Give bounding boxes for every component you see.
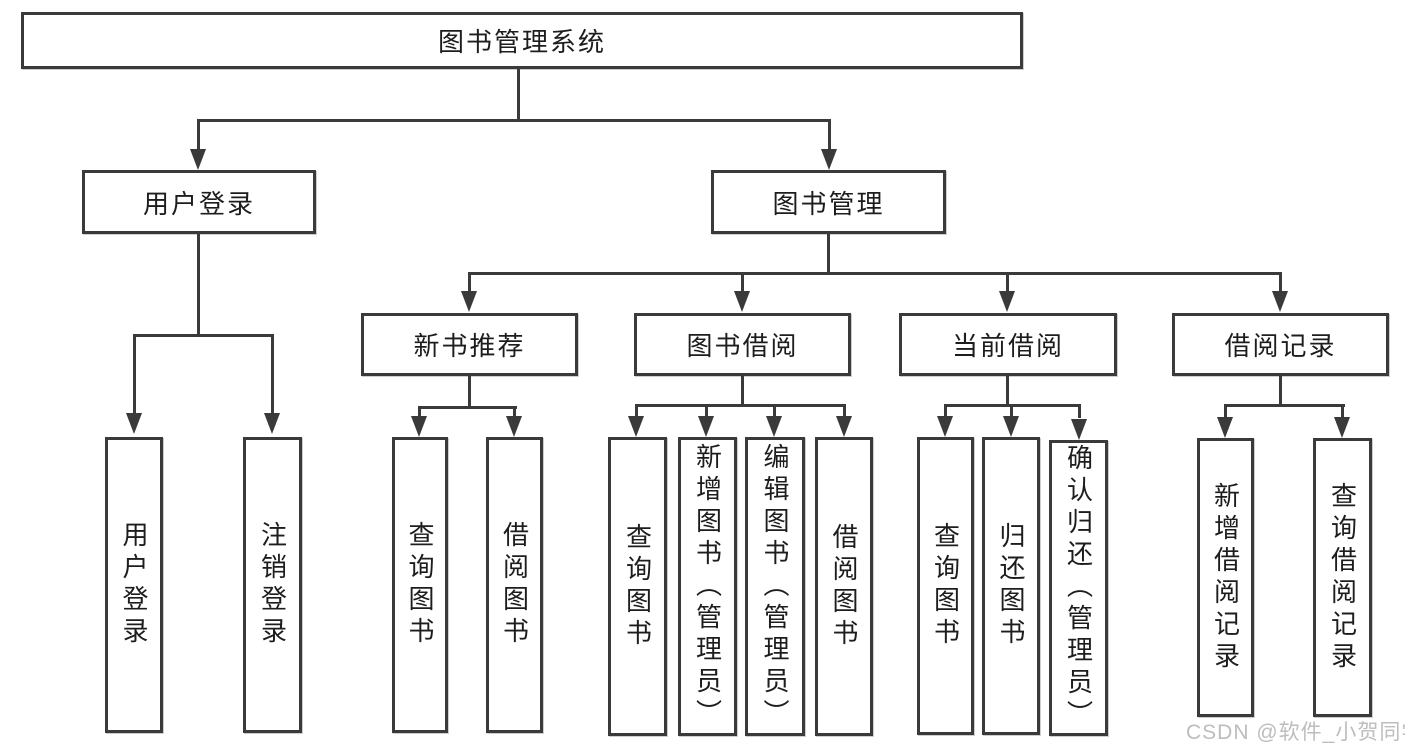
arrow-down-icon: [1217, 417, 1233, 438]
connector-vline: [1078, 404, 1081, 418]
connector-vline: [1006, 272, 1009, 293]
node-label: 查询图书: [405, 521, 435, 649]
node-label: 归还图书: [996, 522, 1026, 650]
node-label: 图书借阅: [686, 331, 799, 361]
arrow-down-icon: [937, 416, 953, 437]
node-borrow-books-recommend: 借阅图书: [486, 437, 543, 733]
arrow-down-icon: [628, 416, 644, 437]
node-user-login: 用户登录: [82, 170, 316, 234]
arrow-down-icon: [461, 291, 477, 312]
node-query-books-recommend: 查询图书: [392, 437, 448, 733]
arrow-down-icon: [190, 149, 206, 170]
arrow-down-icon: [1272, 291, 1288, 312]
node-borrow-books-borrow: 借阅图书: [815, 437, 873, 736]
connector-vline: [1279, 376, 1282, 407]
node-label: 借阅图书: [499, 521, 530, 649]
connector-vline: [741, 272, 744, 293]
connector-vline: [197, 119, 200, 152]
arrow-down-icon: [264, 413, 280, 434]
node-book-borrow: 图书借阅: [634, 313, 851, 376]
node-label: 借阅图书: [829, 522, 859, 651]
connector-hline: [635, 404, 846, 407]
arrow-down-icon: [1334, 417, 1350, 438]
node-label: 新增图书（管理员）: [692, 442, 723, 731]
node-label: 图书管理: [772, 188, 885, 219]
node-add-book-admin: 新增图书（管理员）: [678, 437, 737, 736]
connector-vline: [827, 234, 830, 275]
node-label: 编辑图书（管理员）: [760, 442, 790, 731]
node-label: 查询图书: [622, 522, 653, 651]
node-logout: 注销登录: [243, 437, 302, 733]
node-root: 图书管理系统: [21, 12, 1023, 69]
node-label: 确认归还（管理员）: [1063, 444, 1094, 732]
connector-hline: [1224, 404, 1345, 407]
arrow-down-icon: [1003, 416, 1019, 437]
node-label: 图书管理系统: [437, 27, 606, 57]
arrow-down-icon: [1071, 419, 1087, 440]
connector-vline: [197, 234, 200, 337]
node-query-books-borrow: 查询图书: [608, 437, 667, 736]
connector-vline: [1010, 404, 1013, 418]
node-user-login-leaf: 用户登录: [105, 437, 163, 733]
node-new-book-recommend: 新书推荐: [361, 313, 578, 376]
connector-hline: [197, 119, 831, 122]
arrow-down-icon: [506, 416, 522, 437]
arrow-down-icon: [698, 416, 714, 437]
node-label: 查询借阅记录: [1327, 481, 1358, 674]
connector-vline: [635, 404, 638, 418]
connector-vline: [944, 404, 947, 418]
watermark: CSDN @软件_小贺同学: [1186, 721, 1405, 744]
node-confirm-return-admin: 确认归还（管理员）: [1049, 440, 1108, 736]
connector-vline: [513, 406, 516, 418]
connector-hline: [133, 334, 274, 337]
arrow-down-icon: [999, 291, 1015, 312]
arrow-down-icon: [126, 413, 142, 434]
node-label: 借阅记录: [1224, 331, 1337, 361]
connector-hline: [418, 406, 517, 409]
connector-vline: [517, 69, 520, 119]
arrow-down-icon: [821, 149, 837, 170]
connector-vline: [468, 272, 471, 293]
node-borrow-records: 借阅记录: [1172, 313, 1389, 376]
connector-vline: [773, 404, 776, 418]
connector-vline: [468, 376, 471, 409]
connector-vline: [133, 334, 136, 414]
node-current-borrow: 当前借阅: [899, 313, 1117, 376]
node-label: 当前借阅: [951, 331, 1064, 361]
arrow-down-icon: [836, 416, 852, 437]
node-label: 注销登录: [257, 521, 288, 649]
connector-vline: [828, 119, 831, 152]
connector-vline: [418, 406, 421, 418]
node-book-management: 图书管理: [711, 170, 946, 234]
node-label: 新增借阅记录: [1210, 481, 1241, 674]
node-edit-book-admin: 编辑图书（管理员）: [745, 437, 805, 736]
node-label: 用户登录: [142, 188, 255, 219]
connector-vline: [705, 404, 708, 418]
connector-vline: [271, 334, 274, 414]
arrow-down-icon: [734, 291, 750, 312]
arrow-down-icon: [766, 416, 782, 437]
node-label: 用户登录: [119, 521, 149, 649]
node-query-books-current: 查询图书: [917, 437, 974, 735]
connector-vline: [1279, 272, 1282, 293]
connector-vline: [1341, 404, 1344, 419]
node-add-borrow-record: 新增借阅记录: [1197, 438, 1254, 717]
node-label: 新书推荐: [413, 331, 526, 361]
connector-vline: [741, 376, 744, 407]
node-return-book: 归还图书: [982, 437, 1040, 735]
connector-hline: [468, 272, 1282, 275]
node-label: 查询图书: [930, 522, 961, 650]
arrow-down-icon: [411, 416, 427, 437]
connector-vline: [843, 404, 846, 418]
connector-vline: [1224, 404, 1227, 419]
node-query-borrow-record: 查询借阅记录: [1313, 438, 1372, 717]
connector-vline: [1006, 376, 1009, 407]
